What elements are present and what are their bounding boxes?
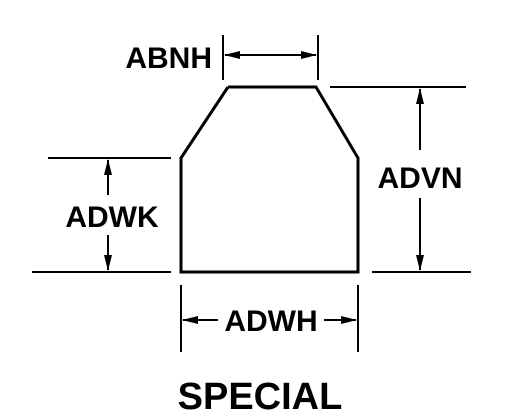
adwk-label: ADWK <box>65 201 159 234</box>
abnh-label: ABNH <box>125 42 212 75</box>
diagram-caption: SPECIAL <box>178 376 343 418</box>
adwh-label: ADWH <box>224 305 317 338</box>
shape-outline <box>179 85 360 274</box>
advn-label: ADVN <box>377 162 462 195</box>
